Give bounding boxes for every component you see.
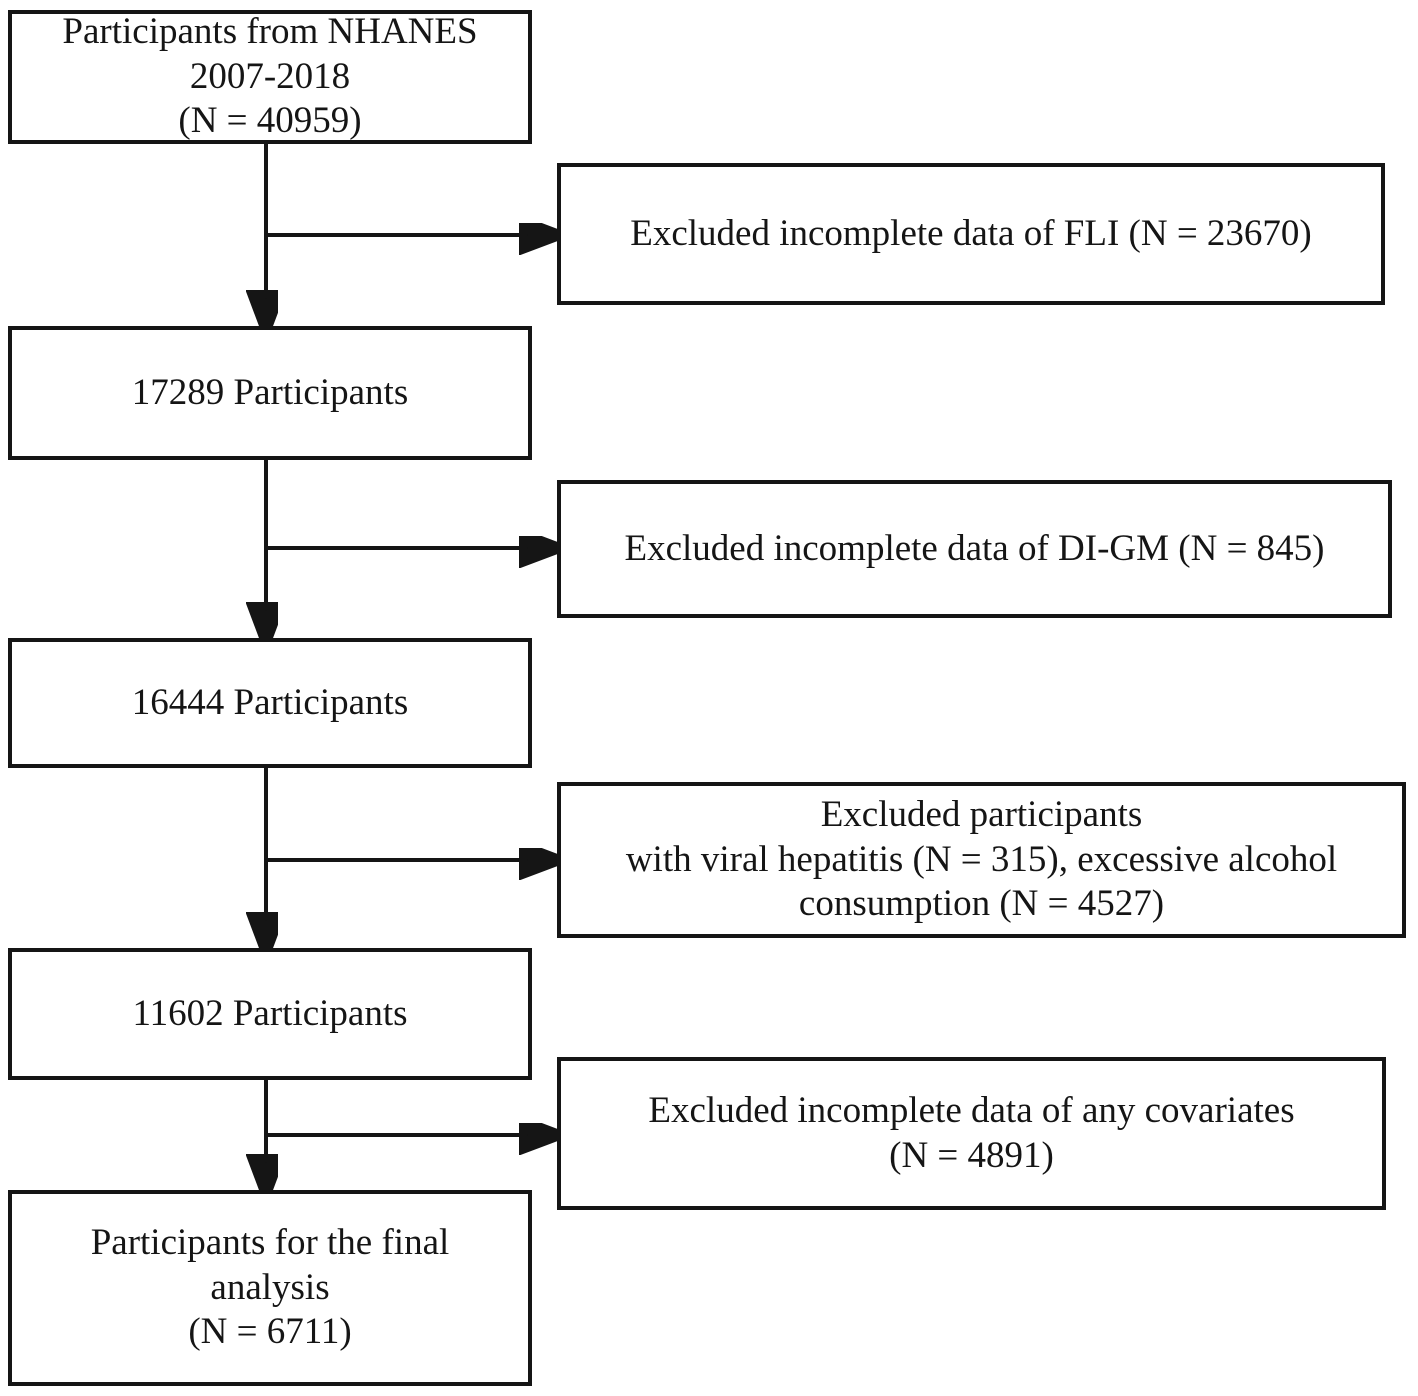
exclusion-box-hepatitis-alcohol: Excluded participants with viral hepatit… [557,782,1406,938]
exclusion-box-digm: Excluded incomplete data of DI-GM (N = 8… [557,480,1392,618]
flow-box-after-fli-text: 17289 Participants [131,371,409,413]
flow-box-final-analysis: Participants for the final analysis (N =… [8,1190,532,1386]
flow-box-nhanes-source: Participants from NHANES 2007-2018 (N = … [8,10,532,144]
exclusion-box-digm-text: Excluded incomplete data of DI-GM (N = 8… [624,527,1325,569]
exclusion-box-fli: Excluded incomplete data of FLI (N = 236… [557,163,1385,305]
exclusion-box-fli-text: Excluded incomplete data of FLI (N = 236… [630,212,1312,254]
flow-box-final-analysis-text: Participants for the final analysis (N =… [90,1221,450,1353]
flow-box-after-digm: 16444 Participants [8,638,532,768]
exclusion-box-covariates: Excluded incomplete data of any covariat… [557,1057,1386,1210]
flow-box-after-hepatitis: 11602 Participants [8,948,532,1080]
flow-box-after-fli: 17289 Participants [8,326,532,460]
flow-box-after-digm-text: 16444 Participants [131,681,409,723]
exclusion-box-hepatitis-alcohol-text: Excluded participants with viral hepatit… [625,793,1338,925]
exclusion-box-covariates-text: Excluded incomplete data of any covariat… [648,1089,1295,1176]
flow-box-after-hepatitis-text: 11602 Participants [132,992,408,1034]
flow-box-nhanes-source-text: Participants from NHANES 2007-2018 (N = … [62,10,478,142]
